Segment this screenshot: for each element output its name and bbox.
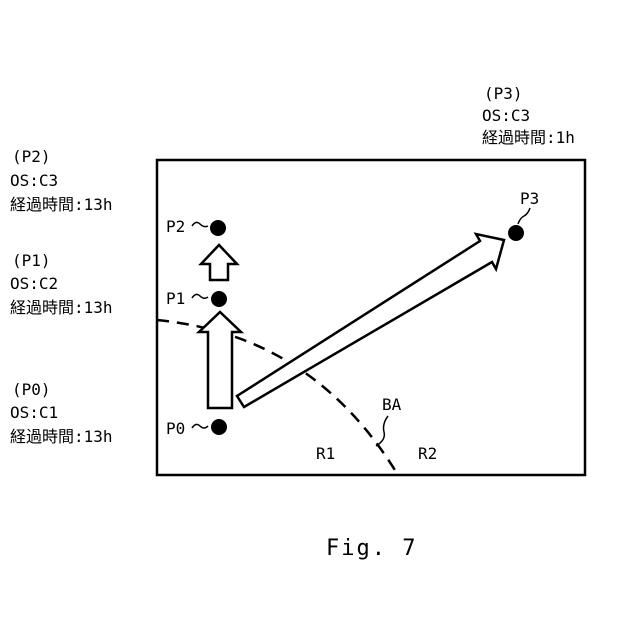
leader-p1 <box>192 294 208 298</box>
annotation-p2-elapsed: 経過時間:13h <box>10 195 113 214</box>
figure-caption: Fig. 7 <box>326 536 417 561</box>
annotation-p2-os: OS:C3 <box>10 171 58 190</box>
point-p2-label: P2 <box>166 217 185 236</box>
annotation-p2-id: (P2) <box>12 147 51 166</box>
annotation-p0-elapsed: 経過時間:13h <box>10 427 113 446</box>
point-p1-marker <box>211 291 227 307</box>
annotation-p1-id: (P1) <box>12 251 51 270</box>
leader-p0 <box>192 424 208 428</box>
arrow-p1-p2 <box>201 245 237 280</box>
point-p3-marker <box>508 225 524 241</box>
leader-p2 <box>192 222 208 226</box>
boundary-line <box>157 320 398 475</box>
arrow-p0-p3 <box>237 234 504 407</box>
point-p0-marker <box>211 419 227 435</box>
point-p3-label: P3 <box>520 189 539 208</box>
point-p2-marker <box>210 220 226 236</box>
annotation-p0-os: OS:C1 <box>10 403 58 422</box>
arrow-p0-p1 <box>199 312 241 408</box>
annotation-p3-elapsed: 経過時間:1h <box>482 128 575 147</box>
annotation-p1-elapsed: 経過時間:13h <box>10 298 113 317</box>
region-r1-label: R1 <box>316 444 335 463</box>
annotation-p0-id: (P0) <box>12 380 51 399</box>
point-p1-label: P1 <box>166 289 185 308</box>
boundary-label: BA <box>382 395 402 414</box>
annotation-p3-os: OS:C3 <box>482 106 530 125</box>
region-r2-label: R2 <box>418 444 437 463</box>
annotation-p1-os: OS:C2 <box>10 274 58 293</box>
leader-ba <box>376 416 388 446</box>
leader-p3 <box>518 208 530 224</box>
point-p0-label: P0 <box>166 419 185 438</box>
annotation-p3-id: (P3) <box>484 84 523 103</box>
